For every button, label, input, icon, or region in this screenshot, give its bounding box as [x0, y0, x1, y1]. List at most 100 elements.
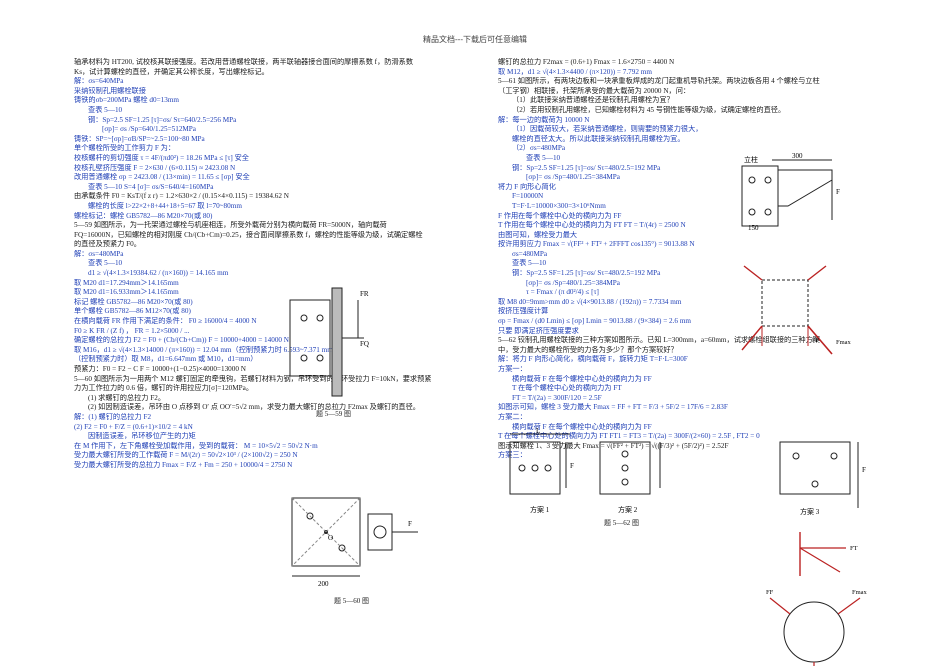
right-lines-line: 方案一：	[498, 365, 527, 373]
plan-2-label: 方案 2	[618, 505, 638, 514]
label-ft-62: FT	[850, 545, 858, 552]
left-lines-line: 5—60 如图所示为一用两个 M12 螺钉固定的牵曳钩，若螺钉材料为钢，吊环受到…	[74, 374, 432, 383]
right-column: 螺钉的总拉力 F2max = (0.6+1) Fmax = 1.6×2750 =…	[498, 58, 900, 461]
right-lines-line: 取 M12，d1 ≥ √(4×1.3×4400 / (π×120)) = 7.7…	[498, 67, 652, 76]
left-column: 轴承材料为 HT200, 试校核其联接强度。若改用普通螺栓联接，两半联轴器接合面…	[74, 58, 482, 471]
right-lines-line: 方案二：	[498, 412, 527, 421]
right-lines-line: （1）此联接采纳普通螺栓还是铰制孔用螺栓为宜？	[512, 96, 674, 105]
fig60-caption: 题 5—60 图	[334, 597, 369, 605]
left-lines-line: 螺栓的长度 l>22×2+8+44+18+5=67 取 l=70~80mm	[88, 201, 242, 210]
left-lines-line: 解：σs=480MPa	[74, 249, 124, 258]
left-lines-line: 预紧力：F0 = F2 − C F = 10000+(1−0.25)×4000=…	[74, 365, 246, 373]
left-lines-line: 取 M20 d1=17.294mm＞14.165mm	[74, 278, 179, 287]
right-lines-line: 5—61 如图所示，有两块边板和一块承重板焊成的龙门起重机导轨托架。两块边板各用…	[498, 77, 820, 86]
left-lines-line: 查表 5—10 S=4 [σ]= σs/S=640/4=160MPa	[88, 182, 214, 191]
left-lines-line: 解：σs=640MPa	[74, 77, 124, 86]
figure-5-62: L F 方案 1 方案 2	[509, 428, 661, 514]
label-fr: FR	[360, 290, 369, 298]
right-lines-line: 按许用剪应力 Fmax = √(FF² + FT² + 2FFFT cos135…	[498, 240, 695, 249]
force-diagram-5-61: FF Fmax	[741, 265, 852, 355]
right-lines-line: FT = T/(2a) = 300F/120 = 2.5F	[512, 393, 602, 402]
right-lines-line: [σp]= σs /Sp=480/1.25=384MPa	[526, 278, 620, 287]
right-lines-line: 由图可知，螺栓受力最大	[498, 230, 578, 239]
right-lines-line: 解：将力 F 向形心简化，横向载荷 F，旋转力矩 T=F·L=300F	[498, 355, 688, 364]
left-lines-line: 受力最大螺钉所受的总拉力 Fmax = F/Z + Fm = 250 + 100…	[74, 460, 293, 469]
right-lines-line: 将力 F 向形心简化	[498, 182, 556, 191]
right-lines-line: T 在每个螺栓中心处的横向力为 FT FT1 = FT3 = T/(2a) = …	[498, 432, 760, 441]
left-lines-line: F0 ≥ K FR / (Z f) ， FR = 1.2×5000 / ...	[74, 326, 190, 335]
left-lines-line: 螺栓标记：螺栓 GB5782—86 M20×70(或 80)	[74, 211, 213, 220]
right-lines-line: 按挤压强度计算	[498, 307, 549, 316]
right-lines-line: 如图示可知，螺栓 3 受力最大 Fmax = FF + FT = F/3 + 5…	[498, 403, 728, 412]
left-lines-line: 解：(1) 螺钉的总拉力 F2	[74, 412, 152, 421]
left-lines-line: Ks，试计算螺栓的直径，并确定其公称长度，写出螺栓标记。	[74, 67, 269, 76]
label-fq: FQ	[360, 340, 369, 348]
left-lines-line: 铸铁的σb=200MPa 螺栓 d0=13mm	[74, 96, 180, 105]
force-diagram-5-62: FT FF Fmax	[766, 532, 868, 666]
left-lines-line: 单个螺栓所受的工作剪力 F 为：	[74, 144, 176, 153]
right-lines-line: 钢：Sp=2.5 SF=1.25 [τ]=σs/ Sτ=480/2.5=192 …	[512, 269, 661, 278]
right-lines-line: 方案三：	[498, 451, 527, 460]
label-f-61: F	[836, 188, 840, 196]
right-lines-line: σp = Fmax / (d0 Lmin) ≤ [σp] Lmin = 9013…	[498, 317, 692, 326]
left-lines-line: (2) F2 = F0 + F/Z = (0.6+1)×10/2 = 4 kN	[74, 422, 193, 431]
right-lines-line: T=F·L=10000×300=3×10⁶Nmm	[512, 201, 606, 210]
left-lines-line: [σp]= σs /Sp=640/1.25=512MPa	[102, 125, 196, 134]
dim-150: 150	[748, 224, 759, 232]
fig62-caption: 题 5—62 图	[604, 519, 639, 527]
right-lines-line: 查表 5—10	[512, 259, 547, 268]
plan-3-label: 方案 3	[800, 507, 820, 516]
right-lines-line: T 在每个螺栓中心处的横向力为 FT	[512, 384, 622, 393]
left-lines-line: 的直径及预紧力 F0。	[74, 240, 141, 249]
left-lines-line: FQ=16000N，已知螺栓的相对刚度 Cb/(Cb+Cm)=0.25，接合面间…	[74, 230, 423, 239]
label-column: 立柱	[744, 155, 758, 164]
right-lines-line: 中，受力最大的螺栓所受的力各为多少？那个方案较好？	[498, 345, 678, 354]
left-lines-line: (2) 如因制造误差，吊环由 O 点移到 O′ 点 OO′=5√2 mm，求受力…	[88, 403, 420, 412]
left-lines-line: （控制预紧力时）取 M8，d1=6.647mm 或 M10，d1=mm）	[74, 355, 258, 364]
figure-5-61: 立柱 300 F 150	[741, 152, 840, 232]
right-lines-line: F=10000N	[512, 192, 544, 201]
right-lines-line: T 作用在每个螺栓中心处的横向力为 FT FT = T/(4r) = 2500 …	[498, 221, 686, 230]
figure-5-60: O 200 F	[291, 497, 418, 588]
left-lines-line: 铸铁：SP=~[σp]=σB/SP=~2.5=100~80 MPa	[74, 134, 205, 143]
left-lines-line: 在 M 作用下，左下角螺栓受加载作用，受到的载荷： M = 10×5√2 = 5…	[74, 441, 318, 450]
page-header: 精品文档---下载后可任意编辑	[423, 35, 527, 44]
left-lines-line: 单个螺栓 GB5782—86 M12×70(或 80)	[74, 307, 191, 316]
right-lines-line: （2）若用铰制孔用螺栓，已知螺栓材料为 45 号钢性能等级为级，试确定螺栓的直径…	[512, 105, 786, 114]
left-lines-line: 因制造误差，吊环移位产生的力矩	[88, 432, 196, 441]
left-lines-line: (1) 求螺钉的总拉力 F2。	[88, 393, 166, 402]
right-lines-line: 横向载荷 F 在每个螺栓中心处的横向力为 FF	[512, 374, 652, 383]
right-lines-line: 钢：Sp=2.5 SF=1.25 [τ]=σs/ Sτ=480/2.5=192 …	[512, 163, 661, 172]
right-lines-line: 解：每一边的载荷为 10000 N	[498, 115, 590, 124]
label-fmax-61: Fmax	[836, 339, 852, 346]
left-lines-line: 改用普通螺栓 σp = 2423.08 / (13×min) = 11.65 ≤…	[74, 173, 250, 182]
left-lines-line: 取 M20 d1=16.933mm＞14.165mm	[74, 288, 179, 297]
left-lines-line: d1 ≥ √(4×1.3×19384.62 / (π×160)) = 14.16…	[88, 269, 229, 278]
right-lines-line: [σp]= σs /Sp=480/1.25=384MPa	[526, 173, 620, 182]
right-lines-line: （1）因载荷较大，若采纳普通螺栓，则需要的预紧力很大，	[512, 125, 703, 134]
right-lines-line: F 作用在每个螺栓中心处的横向力为 FF	[498, 211, 622, 220]
right-lines-line: σs=480MPa	[512, 249, 548, 258]
right-lines-line: 图示知螺栓 1、3 受力最大 Fmax = √(FF² + FT²) = √((…	[498, 441, 729, 450]
dim-300: 300	[792, 152, 803, 160]
right-lines-line: 螺钉的总拉力 F2max = (0.6+1) Fmax = 1.6×2750 =…	[498, 58, 675, 66]
label-fr-61: FF	[812, 337, 820, 344]
left-lines-line: 5—59 如图所示，为一托架通过螺栓与机座相连，所受外载荷分别为横向载荷 FR=…	[74, 221, 387, 230]
right-lines-line: 5—62 铰制孔用螺栓联接的三种方案如图所示。已知 L=300mm，a=60mm…	[498, 336, 820, 345]
right-lines-line: 取 M8 d0=9mm>mm d0 ≥ √(4×9013.88 / (192π)…	[498, 297, 682, 306]
left-lines-line: 确定螺栓的总拉力 F2 = F0 + (Cb/(Cb+Cm)) F = 1000…	[74, 336, 290, 345]
left-lines-line: 受力最大螺钉所受的工作载荷 F = M/(2r) = 50√2×10³ / (2…	[74, 451, 298, 460]
right-lines-line: 螺栓的直径太大。所以此联接采纳铰制孔用螺栓为宜。	[512, 134, 685, 143]
left-lines-line: 力为工作拉力的 0.6 倍，螺钉的许用拉应力[σ]=120MPa。	[74, 384, 254, 393]
left-lines-line: 钢：Sp=2.5 SF=1.25 [τ]=σs/ Sτ=640/2.5=256 …	[88, 115, 237, 124]
label-f-plan3: F	[862, 466, 866, 474]
left-lines-line: 采纳铰制孔用螺栓联接	[74, 86, 146, 95]
left-lines-line: 查表 5—10	[88, 105, 123, 114]
left-lines-line: 查表 5—10	[88, 259, 123, 268]
figure-5-59: FR FQ	[289, 287, 369, 397]
left-lines-line: 在横向载荷 FR 作用下满足的条件： F0 ≥ 16000/4 = 4000 N	[74, 317, 257, 326]
figure-5-62-plan3: F 方案 3	[779, 441, 866, 516]
label-f-60: F	[408, 520, 412, 528]
left-lines-line: 由承载条件 F0 = KsT/(f z r) = 1.2×630×2 / (0.…	[74, 192, 289, 201]
left-lines-line: 校核螺杆的剪切强度 τ = 4F/(πd0²) = 18.26 MPa ≤ [τ…	[74, 153, 249, 162]
